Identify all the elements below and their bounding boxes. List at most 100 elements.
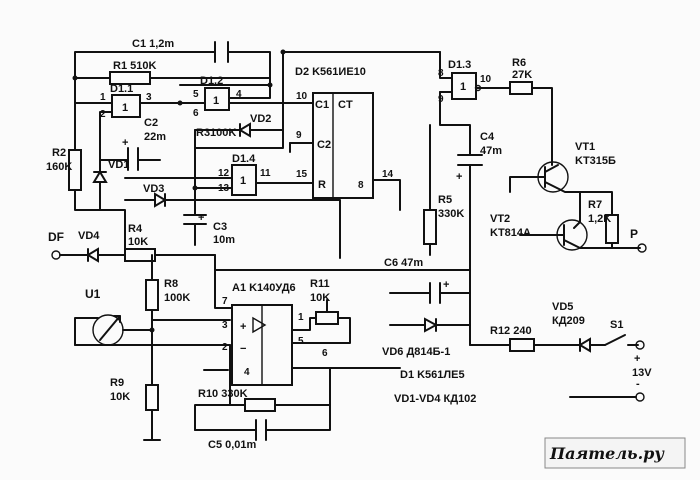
- label-c5: C5 0,01m: [208, 439, 257, 451]
- label-vd3: VD3: [143, 183, 164, 195]
- label-r4: R4: [128, 223, 143, 235]
- resistor-r12: [509, 338, 535, 352]
- gate-d12: [204, 87, 230, 111]
- resistor-r10: [244, 398, 276, 412]
- label-r12: R12 240: [490, 325, 532, 337]
- pin-label: 12: [218, 168, 230, 179]
- label-vt1-value: KT315Б: [575, 155, 616, 167]
- terminal-plus: [635, 340, 645, 350]
- capacitor-c1: [214, 41, 229, 63]
- pin-ct: CT: [338, 99, 353, 111]
- label-13v: 13V: [632, 367, 652, 379]
- pin-label: 15: [296, 169, 308, 180]
- pin-c1: C1: [315, 99, 329, 111]
- label-c6: C6 47m: [384, 257, 423, 269]
- pin-c2: C2: [317, 139, 331, 151]
- label-r2-value: 160K: [46, 161, 72, 173]
- label-p: P: [630, 227, 638, 241]
- pin-label: 2: [222, 342, 228, 353]
- note-d1: D1 K561ЛЕ5: [400, 369, 465, 381]
- pin-label: 10: [296, 91, 308, 102]
- pin-label: 6: [322, 348, 328, 359]
- label-r3: R3100K: [196, 127, 236, 139]
- label-u1: U1: [85, 287, 101, 301]
- pin-label: 8: [358, 180, 364, 191]
- label-r9: R9: [110, 377, 124, 389]
- watermark-box: [544, 437, 686, 469]
- pin-r: R: [318, 179, 326, 191]
- label-s1: S1: [610, 319, 623, 331]
- gate-d11: [111, 94, 141, 118]
- label-r8-value: 100K: [164, 292, 190, 304]
- label-c3-value: 10m: [213, 234, 235, 246]
- pin-label: 9: [296, 130, 302, 141]
- pin-label: 5: [298, 336, 304, 347]
- gate-d11-symbol: 1: [122, 102, 128, 114]
- label-r6: R6: [512, 57, 526, 69]
- pin-label: 2: [100, 109, 106, 120]
- pin-label: 3: [222, 320, 228, 331]
- resistor-r1: [109, 71, 151, 85]
- gate-d13: [451, 72, 477, 100]
- opamp-minus: −: [240, 343, 246, 355]
- label-vt2-value: KT814A: [490, 227, 531, 239]
- label-c2: C2: [144, 117, 158, 129]
- label-c3: C3: [213, 221, 227, 233]
- label-r7-value: 1,2K: [588, 213, 611, 225]
- c3-plus: +: [198, 212, 204, 224]
- label-plus: +: [634, 353, 640, 365]
- input-df-terminal: [51, 250, 61, 260]
- output-p-terminal: [637, 243, 647, 253]
- label-r5: R5: [438, 194, 452, 206]
- label-minus: -: [636, 378, 640, 390]
- label-r8: R8: [164, 278, 178, 290]
- gate-d13-symbol: 1: [460, 81, 466, 93]
- resistor-r5: [423, 209, 437, 245]
- gate-d14-symbol: 1: [240, 175, 246, 187]
- resistor-r8: [145, 279, 159, 311]
- label-vd1: VD1: [108, 159, 129, 171]
- resistor-r4: [124, 248, 156, 262]
- note-vd: VD1-VD4 КД102: [394, 393, 476, 405]
- label-c1: C1 1,2m: [132, 38, 174, 50]
- watermark: Паятель.ру: [549, 444, 665, 463]
- label-r7: R7: [588, 199, 602, 211]
- label-df: DF: [48, 230, 64, 244]
- resistor-r9: [145, 384, 159, 411]
- label-vd5-value: КД209: [552, 315, 585, 327]
- label-r11-value: 10K: [310, 292, 330, 304]
- wires-top: [74, 51, 553, 166]
- opamp-plus: +: [240, 321, 246, 333]
- label-r10: R10 330K: [198, 388, 248, 400]
- pin-label: 7: [222, 296, 228, 307]
- label-vd4: VD4: [78, 230, 100, 242]
- label-vd2: VD2: [250, 113, 271, 125]
- pin-label: 5: [193, 89, 199, 100]
- label-r1: R1 510K: [113, 60, 156, 72]
- label-d11: D1.1: [110, 83, 133, 95]
- pin-label: 14: [382, 169, 394, 180]
- label-r9-value: 10K: [110, 391, 130, 403]
- c-pwr-plus: +: [443, 279, 449, 291]
- label-c4: C4: [480, 131, 495, 143]
- pin-label: 10: [480, 74, 492, 85]
- terminal-minus: [635, 392, 645, 402]
- label-vt2: VT2: [490, 213, 510, 225]
- label-c2-value: 22m: [144, 131, 166, 143]
- pin-label: 3: [146, 92, 152, 103]
- pin-label: 11: [260, 168, 271, 179]
- c4-plus: +: [456, 171, 462, 183]
- label-d14: D1.4: [232, 153, 256, 165]
- pin-label: 1: [298, 312, 304, 323]
- pin-label: 4: [244, 367, 250, 378]
- c2-plus: +: [122, 137, 128, 149]
- label-vd5: VD5: [552, 301, 573, 313]
- gate-d14: [231, 164, 257, 196]
- label-r6-value: 27K: [512, 69, 532, 81]
- pin-label: 6: [193, 108, 199, 119]
- label-r4-value: 10K: [128, 236, 148, 248]
- trimmer-r11: [315, 311, 339, 325]
- resistor-r6: [509, 81, 533, 95]
- label-r5-value: 330K: [438, 208, 464, 220]
